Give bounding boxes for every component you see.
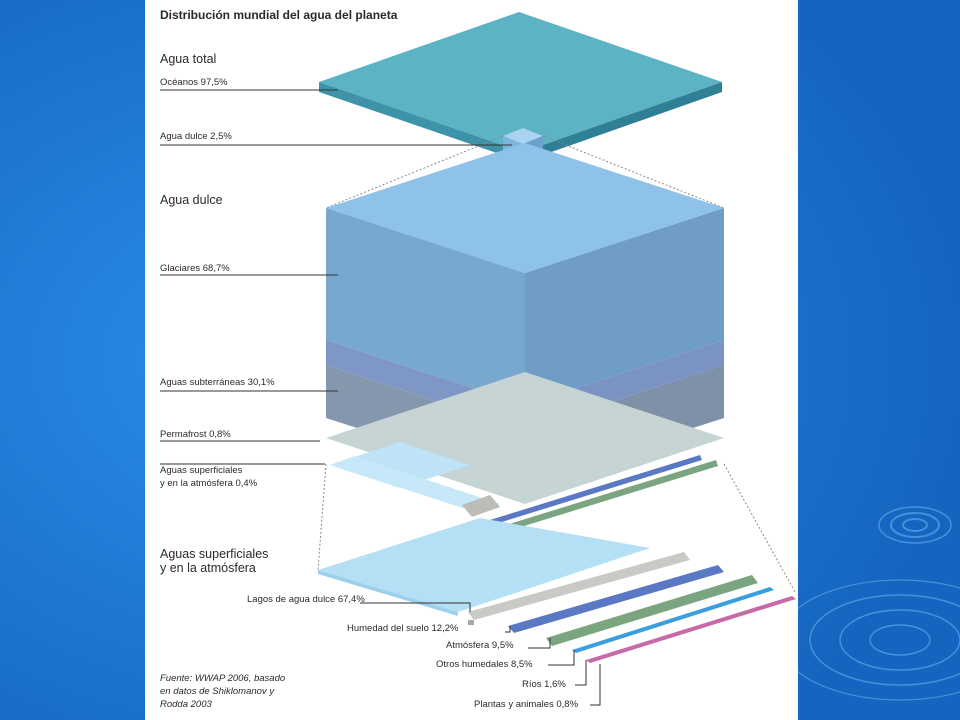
label-glaciares: Glaciares 68,7% bbox=[160, 263, 230, 274]
label-lagos: Lagos de agua dulce 67,4% bbox=[247, 594, 365, 605]
label-humedales: Otros humedales 8,5% bbox=[436, 659, 533, 670]
label-humedad: Humedad del suelo 12,2% bbox=[347, 623, 459, 634]
surface-slab-small bbox=[330, 442, 718, 531]
surface-expanded bbox=[318, 518, 796, 663]
label-rios: Ríos 1,6% bbox=[522, 679, 566, 690]
glaciers-block bbox=[326, 143, 724, 405]
section-total: Agua total bbox=[160, 52, 217, 66]
label-permafrost: Permafrost 0,8% bbox=[160, 429, 231, 440]
label-subterraneas: Aguas subterráneas 30,1% bbox=[160, 377, 275, 388]
oceans-slab bbox=[319, 12, 722, 162]
section-superficiales-1: Aguas superficiales bbox=[160, 547, 269, 561]
leader-lines bbox=[160, 89, 601, 706]
projection-lines bbox=[317, 135, 796, 593]
label-superficiales-2: y en la atmósfera 0,4% bbox=[160, 478, 258, 489]
label-atmosfera: Atmósfera 9,5% bbox=[446, 640, 514, 651]
label-plantas: Plantas y animales 0,8% bbox=[474, 699, 579, 710]
ripple-decoration bbox=[779, 506, 960, 701]
section-dulce: Agua dulce bbox=[160, 193, 223, 207]
diagram-title: Distribución mundial del agua del planet… bbox=[160, 8, 398, 22]
label-superficiales-1: Aguas superficiales bbox=[160, 465, 243, 476]
label-agua-dulce: Agua dulce 2,5% bbox=[160, 131, 232, 142]
label-oceanos: Océanos 97,5% bbox=[160, 77, 228, 88]
source-line-1: Fuente: WWAP 2006, basado bbox=[160, 673, 286, 684]
section-superficiales-2: y en la atmósfera bbox=[160, 561, 256, 575]
source-line-2: en datos de Shiklomanov y bbox=[160, 686, 275, 697]
source-line-3: Rodda 2003 bbox=[160, 699, 212, 710]
